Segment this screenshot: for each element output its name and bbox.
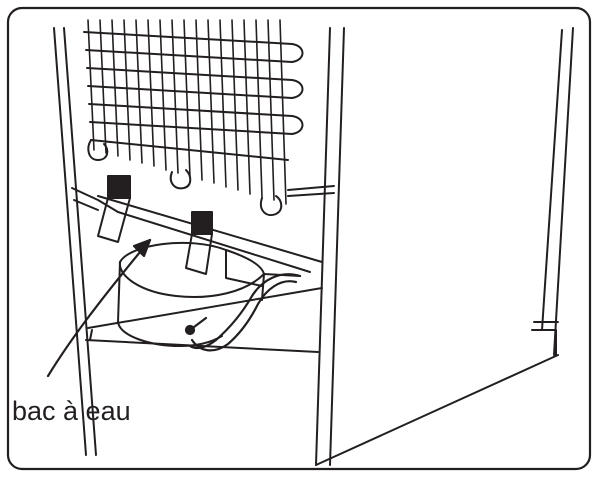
compressor-cables bbox=[186, 274, 300, 350]
left-side-panel bbox=[54, 28, 96, 455]
back-wall-edge bbox=[316, 28, 344, 465]
callout-arrow bbox=[48, 240, 150, 376]
water-tray-label: bac à eau bbox=[12, 398, 131, 425]
mounting-brackets bbox=[98, 176, 212, 274]
right-side-panel bbox=[316, 28, 573, 465]
